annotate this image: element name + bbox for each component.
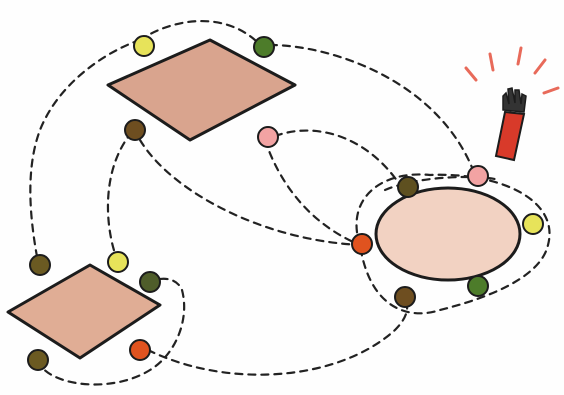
dot-olive — [29, 254, 51, 276]
edge-top-left-to-orange — [138, 138, 362, 247]
dot-brown — [394, 286, 416, 308]
dot-pink — [467, 165, 489, 187]
dot-green-brown — [139, 271, 161, 293]
hand-sleeve — [494, 110, 526, 162]
edge-top-to-top-right — [138, 20, 257, 42]
edge-pink-top — [273, 129, 402, 187]
oval-node-right — [374, 186, 522, 282]
edge-top-right-to-pink — [268, 43, 477, 177]
edge-oval-inner — [383, 175, 502, 192]
edge-top-brown-to-bottom — [106, 130, 134, 264]
diamond-node-top — [106, 38, 297, 142]
dot-orange — [351, 233, 373, 255]
dot-yellow — [133, 35, 155, 57]
dot-yellow — [522, 213, 544, 235]
dot-orange — [129, 339, 151, 361]
dot-olive — [397, 176, 419, 198]
raised-hand-icon — [464, 46, 560, 162]
dot-pink — [257, 126, 279, 148]
edge-pink-to-orange — [263, 138, 362, 247]
edge-bottom-to-right — [146, 296, 409, 376]
dot-yellow — [107, 251, 129, 273]
dot-green — [467, 275, 489, 297]
dot-green — [253, 36, 275, 58]
dot-olive — [27, 349, 49, 371]
diamond-node-bottom — [6, 263, 162, 360]
hand-palm — [502, 87, 527, 113]
hand-rays — [464, 46, 560, 95]
dot-brown — [124, 119, 146, 141]
edge-top-outer-loop — [29, 38, 142, 264]
dots — [27, 35, 544, 371]
edge-bottom-loop — [36, 277, 186, 386]
edge-oval-outer — [355, 173, 551, 315]
connection-lines — [29, 20, 551, 386]
